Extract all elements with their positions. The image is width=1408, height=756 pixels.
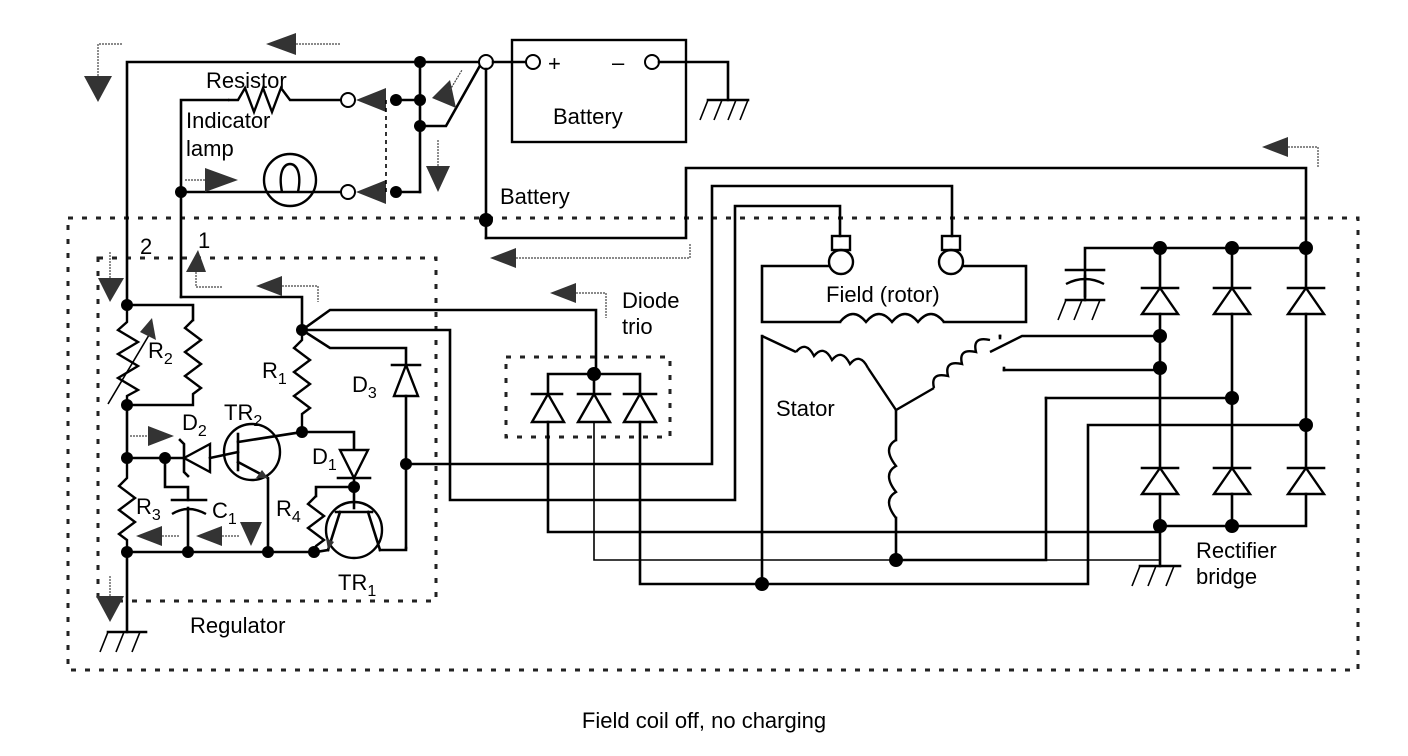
indicator-lamp-label-1: Indicator [186,108,270,133]
D1-diode-icon [338,448,370,481]
battery-terminal-label: Battery [500,184,570,209]
rectifier-diode-icon [1285,465,1327,496]
rectifier-diode-icon [1139,285,1181,316]
TR1-transistor-icon [324,500,384,560]
flow-arrow-down [426,166,450,192]
stator-label: Stator [776,396,835,421]
terminal [340,184,356,200]
R2-label: R2 [148,338,173,368]
terminal-2-label: 2 [140,234,152,259]
D2-label: D2 [182,410,207,440]
diode-trio-diode-icon [529,391,567,424]
diagram-caption: Field coil off, no charging [582,708,826,733]
flow-arrow-up [186,250,206,272]
rectifier-label-1: Rectifier [1196,538,1277,563]
battery-junction [478,54,494,70]
D1-label: D1 [312,444,337,474]
rectifier-diode-icon [1139,465,1181,496]
D2-zener-icon [181,441,212,475]
field-rotor-label: Field (rotor) [826,282,940,307]
slip-ring-icon [937,248,965,276]
rectifier-diode-icon [1211,465,1253,496]
slip-ring-icon [827,248,855,276]
diode-trio-enclosure [504,355,672,439]
flow-arrow-right [205,168,238,192]
flow-arrow-right [148,426,174,446]
rectifier-diode-icon [1211,285,1253,316]
flow-arrow-down [96,596,124,622]
flow-arrow-left [1262,137,1288,157]
flow-arrow-left [266,33,296,55]
flow-arrow-down-right [432,80,456,108]
flow-arrow-left [490,248,516,268]
indicator-circuit [125,56,488,307]
terminal [340,92,356,108]
flow-arrow-left [550,283,576,303]
diode-trio-diode-icon [575,391,613,424]
stator [755,334,1234,591]
diode-trio-label-1: Diode [622,288,679,313]
regulator-label: Regulator [190,613,285,638]
R1-label: R1 [262,358,287,388]
C1-label: C1 [212,498,237,528]
rectifier-bridge [1057,241,1327,587]
rectifier-diode-icon [1285,285,1327,316]
TR1-label: TR1 [338,570,376,600]
resistor-label: Resistor [206,68,287,93]
D3-diode-icon [392,361,420,398]
battery-label: Battery [553,104,623,129]
flow-arrow-down [98,278,124,302]
diode-trio-label-2: trio [622,314,653,339]
indicator-lamp-icon [262,152,318,208]
battery: + – Battery [478,38,1308,248]
flow-arrow-left [356,88,386,112]
flow-arrow-left [256,276,282,296]
rectifier-label-2: bridge [1196,564,1257,589]
flow-arrow-down [240,522,262,546]
R4-label: R4 [276,496,301,526]
terminal-1-label: 1 [198,228,210,253]
flow-arrow-left [196,526,222,546]
TR2-label: TR2 [224,400,262,430]
flow-arrow-left [136,526,162,546]
indicator-lamp-label-2: lamp [186,136,234,161]
resistor-symbol [228,84,345,116]
flow-arrow-down [84,76,112,102]
diode-trio-diode-icon [621,391,659,424]
TR2-transistor-icon [222,422,282,482]
stator-coil-icon [887,438,898,519]
field-coil-icon [839,312,945,324]
flow-arrow-left [356,180,386,204]
D3-label: D3 [352,372,377,402]
battery-plus-label: + [548,51,561,76]
R3-label: R3 [136,494,161,524]
regulator-enclosure [96,256,438,603]
field-rotor [760,234,1028,324]
current-flow-arrows [84,33,1319,622]
battery-minus-label: – [612,50,625,75]
regulator-circuit: R2 R1 D3 TR2 D2 C1 [99,184,954,653]
diode-trio [529,367,1308,586]
